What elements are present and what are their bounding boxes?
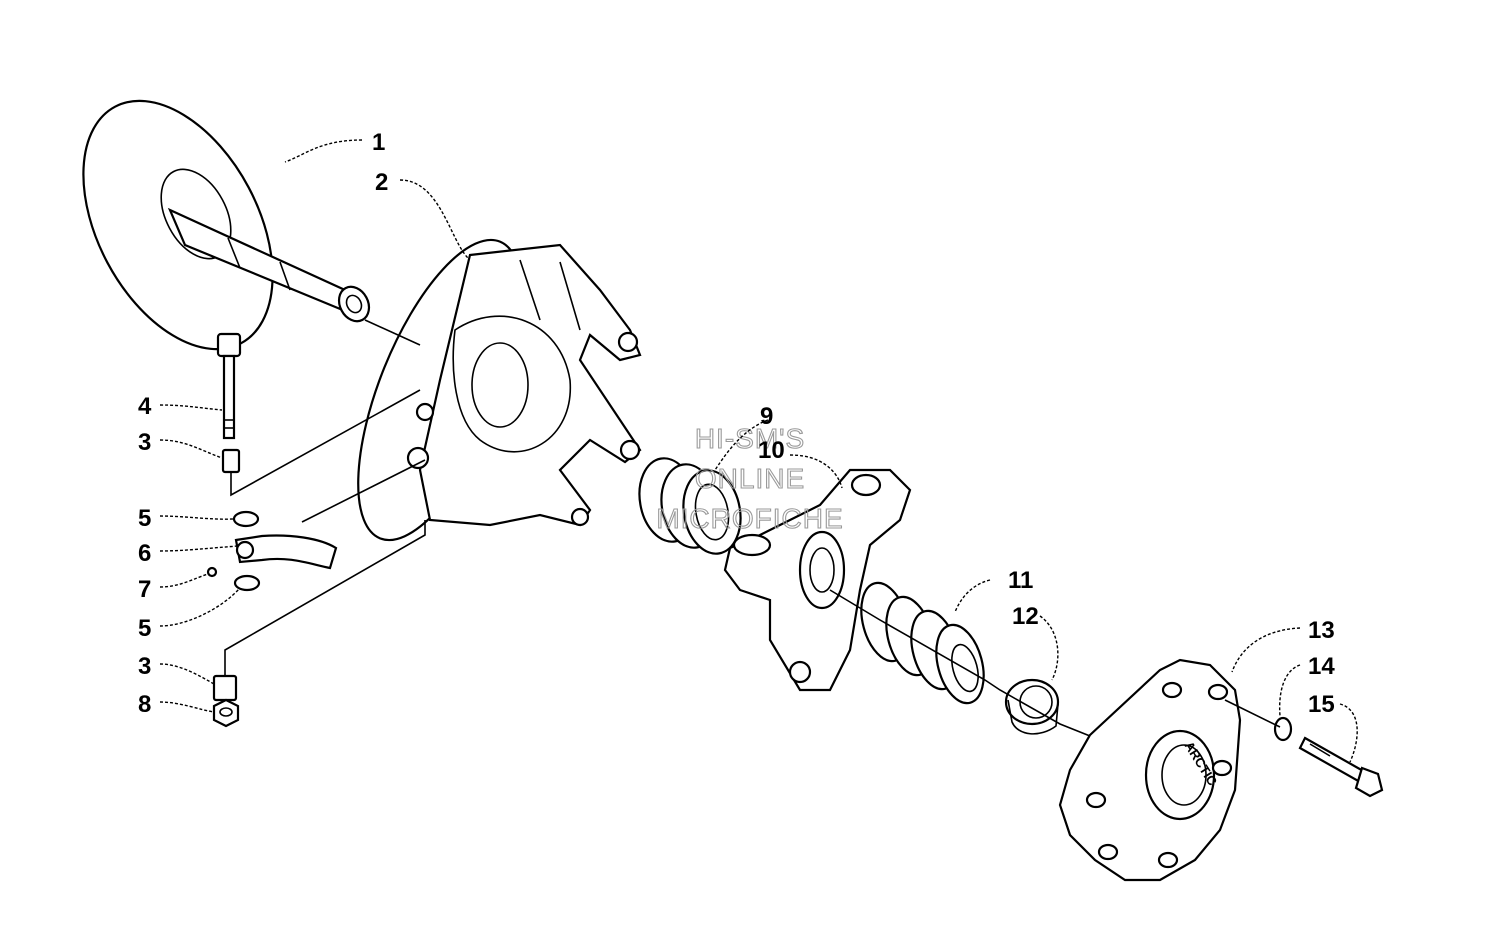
part-6-cam-arm xyxy=(234,534,338,570)
leader-lines xyxy=(159,139,1358,763)
centerline-shaft xyxy=(364,319,421,346)
centerline-screw xyxy=(1224,699,1281,728)
callout-3-upper: 3 xyxy=(138,429,151,456)
watermark-line-3: MICROFICHE xyxy=(656,503,843,534)
callouts: 1 2 4 3 5 6 7 5 3 8 9 10 11 12 13 14 15 xyxy=(138,129,1335,718)
callout-5-upper: 5 xyxy=(138,505,151,532)
part-11-main-spring xyxy=(860,581,985,705)
callout-7: 7 xyxy=(138,576,151,603)
part-4-bolt xyxy=(216,332,242,440)
part-14-washer xyxy=(1273,716,1293,742)
callout-13: 13 xyxy=(1308,617,1335,644)
part-3-bushing-upper xyxy=(221,448,241,474)
part-8-nut-bore xyxy=(219,707,233,717)
watermark-line-1: HI-SM'S xyxy=(695,423,805,454)
callout-2: 2 xyxy=(375,169,388,196)
part-5-washer-lower xyxy=(233,574,261,592)
callout-9: 9 xyxy=(760,403,773,430)
part-12-collar xyxy=(1004,678,1060,735)
part-7-pin xyxy=(206,566,218,578)
callout-5-lower: 5 xyxy=(138,615,151,642)
callout-12: 12 xyxy=(1012,603,1039,630)
part-2-movable-sheave xyxy=(357,238,642,542)
part-6-pivot xyxy=(235,540,255,560)
watermark: HI-SM'S ONLINE MICROFICHE xyxy=(656,422,843,534)
assembly-guide-lines xyxy=(224,389,426,676)
callout-14: 14 xyxy=(1308,653,1335,680)
centerline-main xyxy=(829,589,1096,739)
part-8-nut xyxy=(212,698,240,728)
callout-3-lower: 3 xyxy=(138,653,151,680)
callout-4: 4 xyxy=(138,393,152,420)
callout-8: 8 xyxy=(138,691,151,718)
part-5-washer-upper xyxy=(232,510,260,528)
callout-15: 15 xyxy=(1308,691,1335,718)
part-10-spider xyxy=(723,468,912,692)
part-1-stationary-sheave xyxy=(82,99,371,351)
part-15-cap-screw xyxy=(1298,736,1384,798)
callout-11: 11 xyxy=(1008,567,1033,594)
callout-6: 6 xyxy=(138,540,151,567)
part-13-cover: ARCTIC xyxy=(1058,658,1242,882)
watermark-line-2: ONLINE xyxy=(695,463,805,494)
callout-1: 1 xyxy=(372,129,385,156)
callout-10: 10 xyxy=(758,437,785,464)
part-3-bushing-lower xyxy=(212,674,238,702)
part-9-spring-stack xyxy=(638,457,742,555)
